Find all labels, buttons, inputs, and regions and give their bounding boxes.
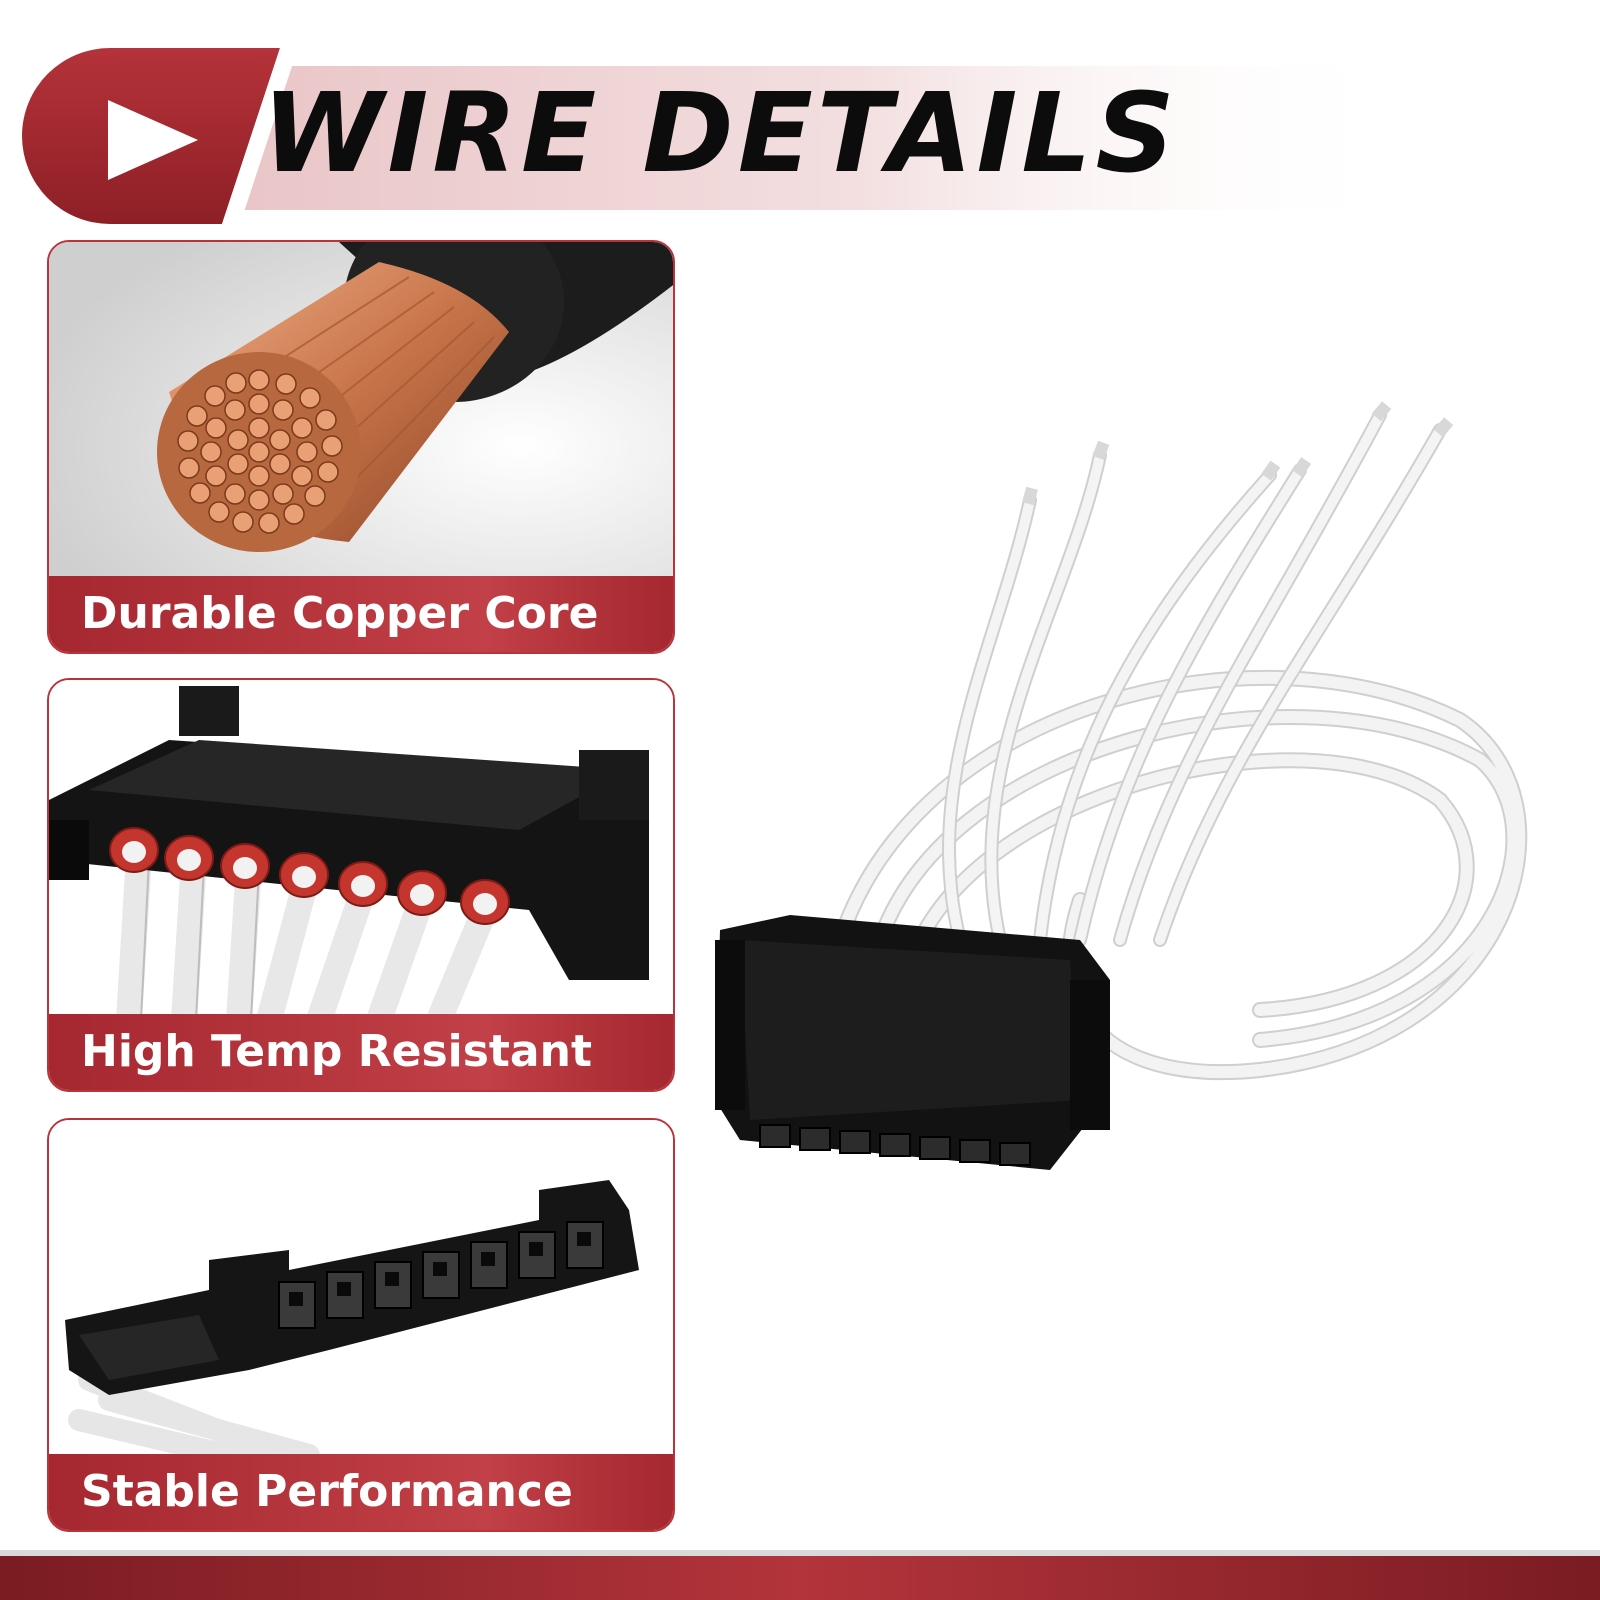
feature-card-high-temp: High Temp Resistant: [47, 678, 675, 1092]
feature-caption: Stable Performance: [49, 1454, 673, 1530]
feature-card-stable-performance: Stable Performance: [47, 1118, 675, 1532]
connector-seals-image: [49, 680, 673, 1020]
feature-caption: Durable Copper Core: [49, 576, 673, 652]
play-arrow-icon: [108, 100, 198, 180]
bottom-divider: [0, 1550, 1600, 1556]
banner-title: WIRE DETAILS: [262, 69, 1179, 197]
feature-caption: High Temp Resistant: [49, 1014, 673, 1090]
connector-pins-image: [49, 1120, 673, 1460]
header-banner: WIRE DETAILS: [0, 0, 1600, 240]
connector-body: [715, 915, 1110, 1170]
copper-wire-image: [49, 242, 673, 582]
feature-card-copper-core: Durable Copper Core: [47, 240, 675, 654]
bottom-accent-strip: [0, 1556, 1600, 1600]
product-wire-harness-image: [715, 401, 1528, 1170]
